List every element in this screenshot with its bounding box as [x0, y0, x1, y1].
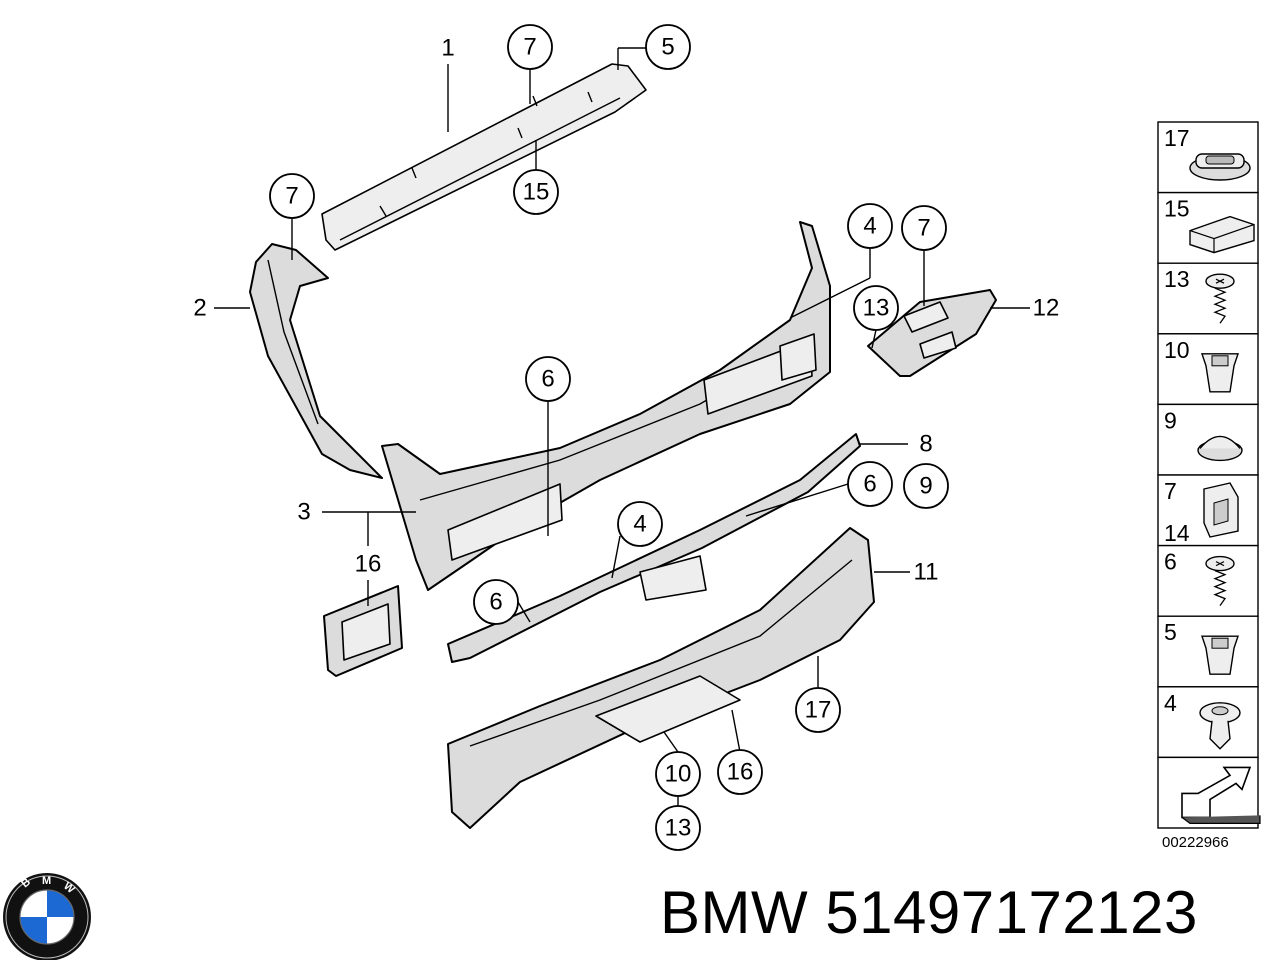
callout-4: 4	[617, 501, 663, 547]
side-part-label: 5	[1164, 619, 1177, 645]
callout-label: 11	[914, 559, 939, 586]
side-part-label: 6	[1164, 549, 1177, 575]
callout-15: 15	[513, 169, 559, 215]
foam-pad-icon	[1189, 215, 1255, 254]
side-part-box: 15	[1157, 191, 1259, 264]
callout-12: 12	[1033, 295, 1060, 322]
arrow-icon	[1181, 766, 1261, 824]
callout-label: 6	[863, 471, 876, 498]
callout-label: 16	[355, 551, 382, 578]
side-part-label: 15	[1164, 196, 1190, 222]
callout-label: 9	[919, 473, 932, 500]
side-part-label: 10	[1164, 337, 1190, 363]
screw-icon	[1205, 555, 1235, 606]
side-part-box: 9	[1157, 403, 1259, 476]
push-rivet-icon	[1199, 702, 1241, 750]
callout-label: 10	[665, 761, 692, 788]
callout-label: 7	[285, 183, 298, 210]
side-part-box: 13	[1157, 262, 1259, 335]
callout-13: 13	[853, 285, 899, 331]
callout-label: 3	[297, 499, 310, 526]
callout-5: 5	[645, 24, 691, 70]
part-upper-trim-strip	[321, 63, 647, 251]
callout-1: 1	[441, 35, 454, 62]
callout-label: 4	[863, 213, 876, 240]
callout-label: 13	[863, 295, 890, 322]
callout-8: 8	[919, 431, 932, 458]
callout-label: 4	[633, 511, 646, 538]
side-part-box: 5	[1157, 615, 1259, 688]
callout-label: 15	[523, 179, 550, 206]
part-left-pillar-trim	[249, 243, 383, 479]
callout-10: 10	[655, 751, 701, 797]
side-part-label-2: 14	[1164, 520, 1190, 546]
callout-label: 5	[661, 34, 674, 61]
callout-4: 4	[847, 203, 893, 249]
callout-17: 17	[795, 687, 841, 733]
side-part-label: 17	[1164, 125, 1190, 151]
side-parts-column: 17 15 13 10 9 7 14 6 5 4	[1157, 121, 1261, 829]
grommet-icon	[1189, 153, 1251, 181]
part-handle-cover-16	[323, 585, 403, 677]
part-sill-strip-8	[447, 433, 861, 663]
screw-icon	[1205, 273, 1235, 324]
callout-6: 6	[525, 356, 571, 402]
callout-label: 1	[441, 35, 454, 62]
part-tailgate-panel	[381, 221, 831, 591]
callout-label: 6	[541, 366, 554, 393]
side-part-label: 4	[1164, 690, 1177, 716]
side-part-box: 17	[1157, 121, 1259, 194]
part-number: 51497172123	[825, 879, 1198, 946]
callout-6: 6	[847, 461, 893, 507]
side-part-label: 7	[1164, 478, 1177, 504]
callout-label: 16	[727, 759, 754, 786]
clip-nut-icon	[1201, 353, 1239, 393]
callout-9: 9	[903, 463, 949, 509]
side-part-box	[1157, 756, 1261, 829]
bmw-logo: B M W	[3, 873, 91, 960]
callout-label: 7	[523, 34, 536, 61]
callout-7: 7	[507, 24, 553, 70]
callout-13: 13	[655, 805, 701, 851]
side-part-box: 7 14	[1157, 474, 1259, 547]
callout-label: 17	[805, 697, 832, 724]
callout-2: 2	[193, 295, 206, 322]
clip-nut-icon	[1201, 635, 1239, 675]
callout-11: 11	[914, 559, 939, 586]
callout-16: 16	[717, 749, 763, 795]
part-lower-trim-panel	[447, 527, 875, 829]
callout-label: 12	[1033, 295, 1060, 322]
part-bracket-12	[867, 289, 997, 377]
callout-label: 7	[917, 215, 930, 242]
side-part-box: 10	[1157, 333, 1259, 406]
side-part-box: 4	[1157, 686, 1259, 759]
leader-lines	[214, 47, 1030, 806]
spring-clip-icon	[1203, 482, 1239, 538]
side-part-label: 9	[1164, 407, 1177, 433]
brand-name: BMW	[660, 879, 809, 946]
plug-cap-icon	[1197, 435, 1243, 462]
callout-label: 6	[489, 589, 502, 616]
callout-16: 16	[355, 551, 382, 578]
callout-7: 7	[269, 173, 315, 219]
side-part-box: 6	[1157, 544, 1259, 617]
side-part-label: 13	[1164, 266, 1190, 292]
callout-7: 7	[901, 205, 947, 251]
callout-6: 6	[473, 579, 519, 625]
logo-letter-m: M	[42, 875, 51, 887]
diagram-code: 00222966	[1162, 834, 1229, 851]
callout-label: 8	[919, 431, 932, 458]
callout-label: 13	[665, 815, 692, 842]
brand-part-title: BMW 51497172123	[660, 878, 1198, 947]
callout-label: 2	[193, 295, 206, 322]
callout-3: 3	[297, 499, 310, 526]
